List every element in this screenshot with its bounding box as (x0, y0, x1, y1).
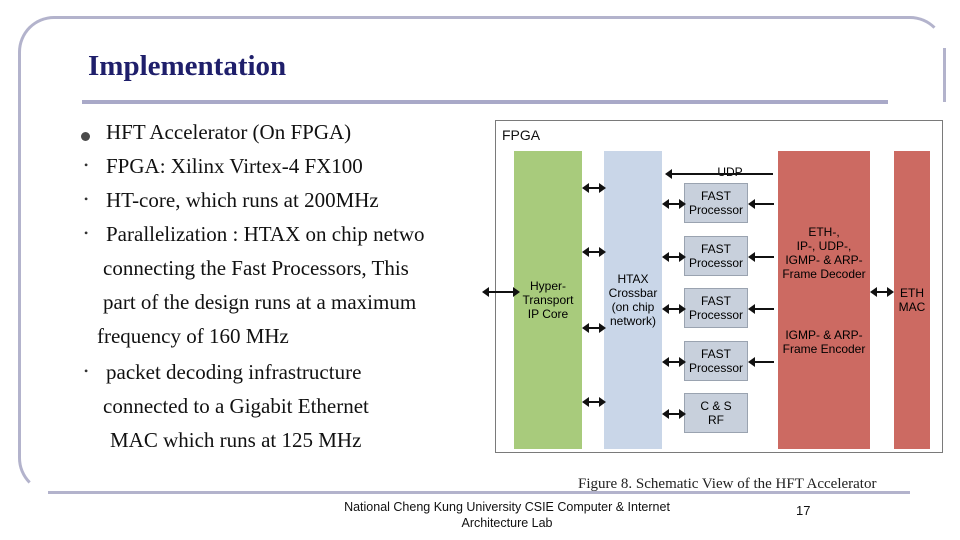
bullet-line: connecting the Fast Processors, This (103, 256, 409, 280)
bullet-line: packet decoding infrastructure (106, 360, 362, 384)
htax-label: HTAX Crossbar (on chip network) (608, 272, 658, 328)
bullet-line: HFT Accelerator (On FPGA) (106, 120, 352, 144)
fast-processor-1: FAST Processor (684, 183, 748, 223)
slide-frame-right (943, 48, 946, 102)
bullet-marker: • (84, 226, 89, 240)
bullet-marker (81, 132, 90, 141)
udp-label-box: UDP (710, 165, 750, 179)
bullet-line: HT-core, which runs at 200MHz (106, 188, 379, 212)
frame-encoder-label: IGMP- & ARP- Frame Encoder (782, 327, 866, 356)
bullet-line: MAC which runs at 125 MHz (110, 428, 362, 452)
fp-decoder-arrow (748, 252, 774, 262)
core-htax-arrow (582, 323, 606, 333)
core-htax-arrow (582, 183, 606, 193)
decoder-mac-arrow (870, 287, 894, 297)
udp-label: UDP (717, 165, 743, 179)
frame-decoder-encoder-block: ETH-, IP-, UDP-, IGMP- & ARP- Frame Deco… (778, 151, 870, 449)
bullet-line: frequency of 160 MHz (97, 324, 289, 348)
figure-caption: Figure 8. Schematic View of the HFT Acce… (578, 476, 877, 492)
fast-processor-4: FAST Processor (684, 341, 748, 381)
fast-processor-label: FAST Processor (688, 347, 744, 375)
htax-fp-arrow (662, 252, 686, 262)
fp-decoder-arrow (748, 304, 774, 314)
cs-rf-block: C & S RF (684, 393, 748, 433)
fp-decoder-arrow (748, 199, 774, 209)
bullet-marker: • (84, 192, 89, 206)
core-htax-arrow (582, 247, 606, 257)
hft-schematic-figure: FPGA Hyper- Transport IP Core HTAX Cross… (482, 120, 943, 453)
fast-processor-2: FAST Processor (684, 236, 748, 276)
core-htax-arrow (582, 397, 606, 407)
fast-processor-3: FAST Processor (684, 288, 748, 328)
eth-mac-block: ETH MAC (894, 151, 930, 449)
htax-fp-arrow (662, 357, 686, 367)
bullet-line: part of the design runs at a maximum (103, 290, 417, 314)
title-divider (82, 100, 888, 104)
bullet-marker: • (84, 364, 89, 378)
bullet-line: Parallelization : HTAX on chip netwo (106, 222, 425, 246)
page-number: 17 (796, 503, 811, 518)
ht-core-block: Hyper- Transport IP Core (514, 151, 582, 449)
bullet-marker: • (84, 158, 89, 172)
frame-decoder-label: ETH-, IP-, UDP-, IGMP- & ARP- Frame Deco… (782, 224, 866, 281)
fast-processor-label: FAST Processor (688, 242, 744, 270)
eth-mac-label: ETH MAC (898, 286, 926, 314)
ht-core-label: Hyper- Transport IP Core (522, 279, 574, 321)
fp-decoder-arrow (748, 357, 774, 367)
htax-fp-arrow (662, 199, 686, 209)
htax-fp-arrow (662, 304, 686, 314)
htax-crossbar-block: HTAX Crossbar (on chip network) (604, 151, 662, 449)
htax-csrf-arrow (662, 409, 686, 419)
slide-frame (18, 16, 946, 494)
cs-rf-label: C & S RF (700, 399, 732, 427)
udp-arrow (665, 169, 773, 179)
fast-processor-label: FAST Processor (688, 189, 744, 217)
external-ht-arrow (482, 287, 520, 297)
fpga-label: FPGA (502, 127, 541, 143)
bullet-line: connected to a Gigabit Ethernet (103, 394, 369, 418)
slide-title: Implementation (88, 50, 287, 82)
footer-text: National Cheng Kung University CSIE Comp… (344, 500, 670, 530)
fast-processor-label: FAST Processor (688, 294, 744, 322)
bullet-line: FPGA: Xilinx Virtex-4 FX100 (106, 154, 363, 178)
slide-frame-bottom (48, 491, 910, 494)
